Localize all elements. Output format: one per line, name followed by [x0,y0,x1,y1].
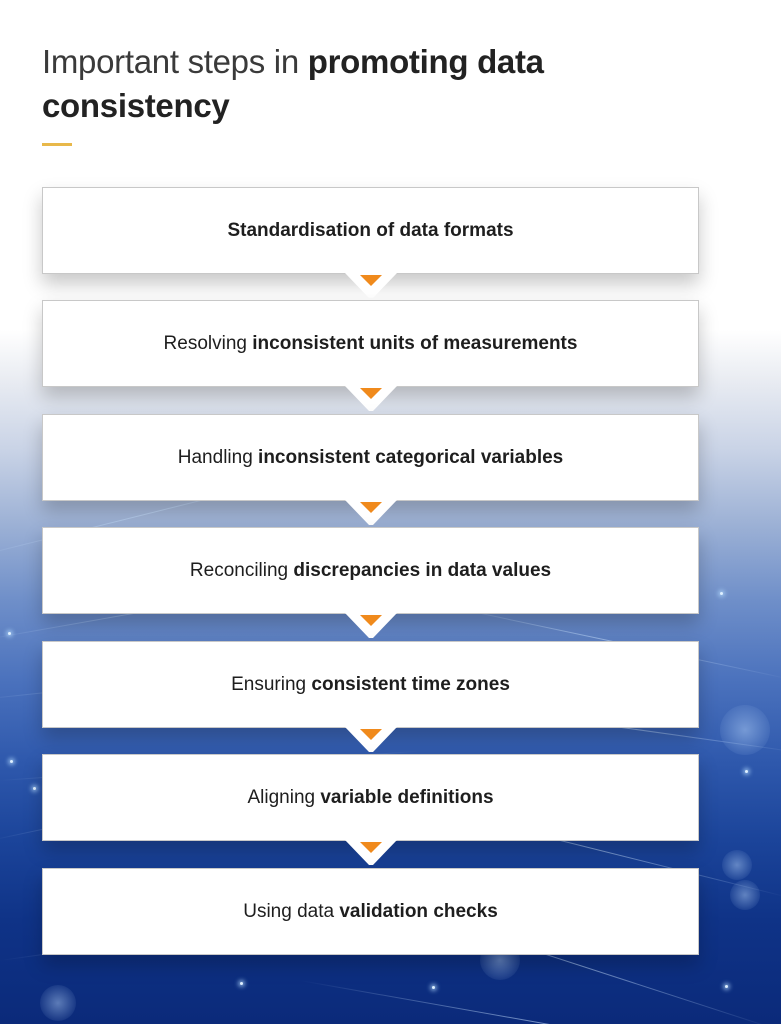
step-4-box: Reconciling discrepancies in data values [42,527,699,638]
arrow-down-triangle-icon [344,727,397,753]
step-7-emphasis: validation checks [339,900,498,922]
step-5-box: Ensuring consistent time zones [42,641,699,752]
step-6-box: Aligning variable definitions [42,754,699,865]
title-light-text: Important steps in [42,43,308,80]
page-title: Important steps in promoting data consis… [42,40,662,128]
title-bold-text: promoting data consistency [42,43,544,124]
step-3-label: Handling inconsistent categorical variab… [178,447,563,469]
arrow-down-triangle-icon [344,840,397,866]
step-3-box: Handling inconsistent categorical variab… [42,414,699,525]
step-2-label: Resolving inconsistent units of measurem… [164,333,578,355]
step-2-prefix: Resolving [163,332,253,354]
arrow-down-triangle-icon [344,613,397,639]
step-7-label: Using data validation checks [243,901,498,923]
step-4-prefix: Reconciling [189,559,294,581]
step-5-label: Ensuring consistent time zones [231,674,510,696]
step-2-box: Resolving inconsistent units of measurem… [42,300,699,411]
step-1-box: Standardisation of data formats [42,187,699,298]
step-6-prefix: Aligning [247,786,321,808]
step-3-emphasis: inconsistent categorical variables [258,446,564,468]
step-7-box: Using data validation checks [42,868,699,955]
arrow-down-triangle-icon [344,273,397,299]
step-1-emphasis: Standardisation of data formats [227,219,514,241]
step-4-label: Reconciling discrepancies in data values [190,560,551,582]
arrow-down-triangle-icon [344,386,397,412]
step-5-prefix: Ensuring [231,673,312,695]
step-7-prefix: Using data [243,900,340,922]
step-4-emphasis: discrepancies in data values [293,559,552,581]
arrow-down-triangle-icon [344,500,397,526]
title-accent-bar [42,143,72,146]
step-1-label: Standardisation of data formats [227,220,513,242]
step-3-prefix: Handling [177,446,259,468]
step-6-label: Aligning variable definitions [247,787,493,809]
step-6-emphasis: variable definitions [320,786,494,808]
step-5-emphasis: consistent time zones [311,673,510,695]
step-2-emphasis: inconsistent units of measurements [252,332,578,354]
